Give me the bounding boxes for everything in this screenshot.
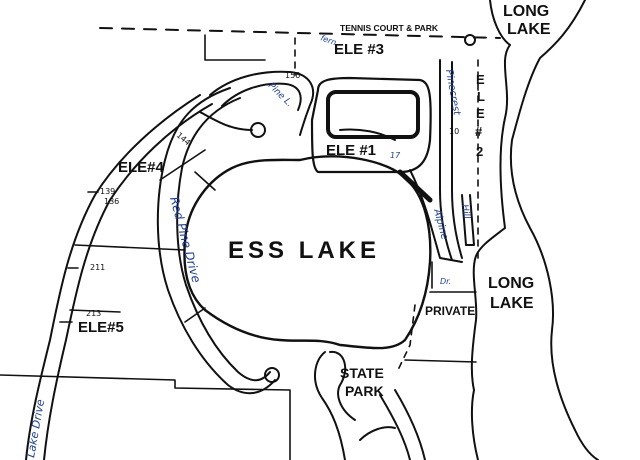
- ele2-label-l: L: [477, 89, 485, 104]
- private-label: PRIVATE: [425, 304, 475, 318]
- hill-label: Hill: [459, 204, 471, 220]
- pinecrest-road-inner: [451, 61, 463, 259]
- ele3-label: ELE #3: [334, 41, 384, 58]
- tennis-court-label: TENNIS COURT & PARK: [340, 23, 439, 33]
- long-lake-mid-label-1: LONG: [488, 275, 534, 292]
- lot-17: 17: [390, 151, 401, 160]
- parcel-line-ele4: [159, 149, 206, 181]
- lot-213: 213: [86, 309, 101, 318]
- ele2-label-2: 2: [476, 144, 483, 159]
- red-pine-drive-inner: [176, 97, 271, 382]
- lake-drive-label: Lake Drive: [24, 398, 47, 458]
- ess-lake-shoreline: [183, 155, 432, 350]
- cul-de-sac-southwest: [264, 367, 280, 383]
- ele2-label-e: E: [476, 72, 485, 87]
- spur-road-144: [199, 111, 253, 131]
- long-lake-top-label-1: LONG: [503, 3, 549, 20]
- pinecrest-label: Pinecrest: [443, 69, 462, 117]
- state-park-channel: [329, 350, 356, 421]
- parcel-line-red-pine: [194, 171, 216, 191]
- alpine-road: [409, 169, 463, 263]
- parcel-line-north: [204, 34, 266, 61]
- state-park-south-road: [379, 394, 411, 460]
- pinecrest-road: [439, 59, 453, 261]
- state-park-south-road-2: [394, 389, 426, 460]
- ele1-label: ELE #1: [326, 142, 376, 159]
- ele1-block: [326, 90, 420, 139]
- tennis-court-marker: [464, 34, 476, 46]
- north-connector-road: [209, 70, 315, 136]
- cul-de-sac-144: [250, 122, 266, 138]
- road-to-alpine: [397, 169, 433, 203]
- ele2-label-e2: E: [476, 106, 485, 121]
- ele4-label: ELE#4: [118, 159, 165, 176]
- state-park-shore: [314, 351, 346, 460]
- lot-211: 211: [90, 263, 105, 272]
- lot-139: 139: [100, 187, 115, 196]
- long-lake-mid-label-2: LAKE: [490, 295, 534, 312]
- parcel-line-west: [74, 244, 186, 251]
- ring-road-ele1: [310, 76, 432, 174]
- state-park-label-1: STATE: [340, 365, 384, 381]
- long-lake-east-shore: [509, 0, 599, 460]
- dashed-line-state-park: [397, 304, 416, 371]
- lake-drive-inner: [43, 103, 213, 460]
- parcel-line-ele5: [69, 309, 121, 313]
- state-park-trail: [359, 426, 396, 441]
- lot-136: 136: [104, 197, 119, 206]
- state-park-label-2: PARK: [345, 383, 384, 399]
- ess-lake-label: ESS LAKE: [228, 237, 380, 264]
- long-lake-shoreline: [470, 0, 511, 460]
- parcel-line-red-pine-south: [184, 307, 206, 323]
- parcel-line-south: [0, 374, 291, 460]
- lot-156: 156: [285, 71, 300, 80]
- north-connector-road-inner: [221, 82, 302, 111]
- east-drive-label: Dr.: [440, 277, 451, 286]
- small-cul-de-sac-ele1: [339, 128, 396, 141]
- lot-10: 10: [449, 127, 459, 136]
- long-lake-top-label-2: LAKE: [507, 21, 551, 38]
- property-line-dashed: [99, 27, 501, 39]
- ele5-label: ELE#5: [78, 319, 124, 336]
- lake-drive-outer: [25, 94, 201, 460]
- ele2-label-hash: #: [475, 124, 483, 139]
- hill-road: [461, 194, 475, 246]
- parcel-line-private-south: [404, 359, 477, 363]
- fern-label: fern: [319, 33, 337, 47]
